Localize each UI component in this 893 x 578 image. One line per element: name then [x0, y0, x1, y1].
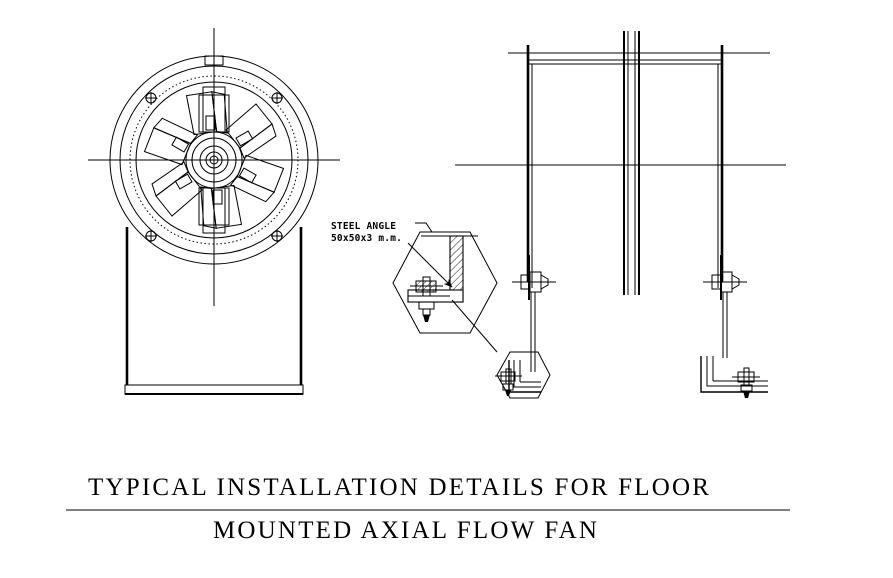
detail-callout-bubble-small: [496, 351, 551, 399]
detail-bubble-hexagon: [392, 231, 498, 334]
title-line-1: TYPICAL INSTALLATION DETAILS FOR FLOOR: [88, 474, 711, 501]
front-elevation-view: [88, 28, 340, 395]
fan-housing-inner-ring: [119, 65, 309, 255]
right-leg-bolt-connection: [703, 271, 747, 293]
steel-angle-label-line1: STEEL ANGLE: [331, 221, 396, 232]
steel-angle-section: [407, 235, 464, 303]
housing-bolts: [145, 92, 283, 242]
enlarged-steel-angle-detail: [392, 231, 498, 334]
steel-angle-label-line2: 50x50x3 m.m.: [331, 233, 402, 244]
fan-hub: [185, 131, 243, 189]
blade-root-brackets: [171, 115, 257, 205]
housing-bolt-top-right: [271, 92, 283, 104]
housing-bolt-bottom-right: [271, 230, 283, 242]
housing-bolt-top-left: [145, 92, 157, 104]
title-block: TYPICAL INSTALLATION DETAILS FOR FLOOR M…: [66, 474, 790, 544]
fan-pedestal: [124, 227, 304, 395]
right-support-leg: [703, 45, 747, 358]
side-elevation-view: [455, 31, 786, 398]
fan-hidden-bolt-circle: [129, 75, 299, 245]
right-base-angle-bracket: [700, 356, 768, 398]
left-support-leg: [512, 45, 556, 372]
detail-association-leader: [451, 299, 498, 353]
housing-top-tab: [204, 55, 224, 66]
steel-angle-annotation: STEEL ANGLE 50x50x3 m.m.: [331, 221, 453, 288]
steel-angle-leader-line: [415, 222, 433, 233]
housing-bolt-bottom-left: [145, 230, 157, 242]
impeller-shroud: [135, 81, 293, 239]
steel-angle-leader-arrow: [407, 242, 453, 288]
title-line-2: MOUNTED AXIAL FLOW FAN: [213, 517, 599, 544]
central-support-post: [623, 31, 640, 295]
detail-bolt-assembly: [410, 276, 443, 322]
left-leg-bolt-connection: [512, 271, 556, 293]
